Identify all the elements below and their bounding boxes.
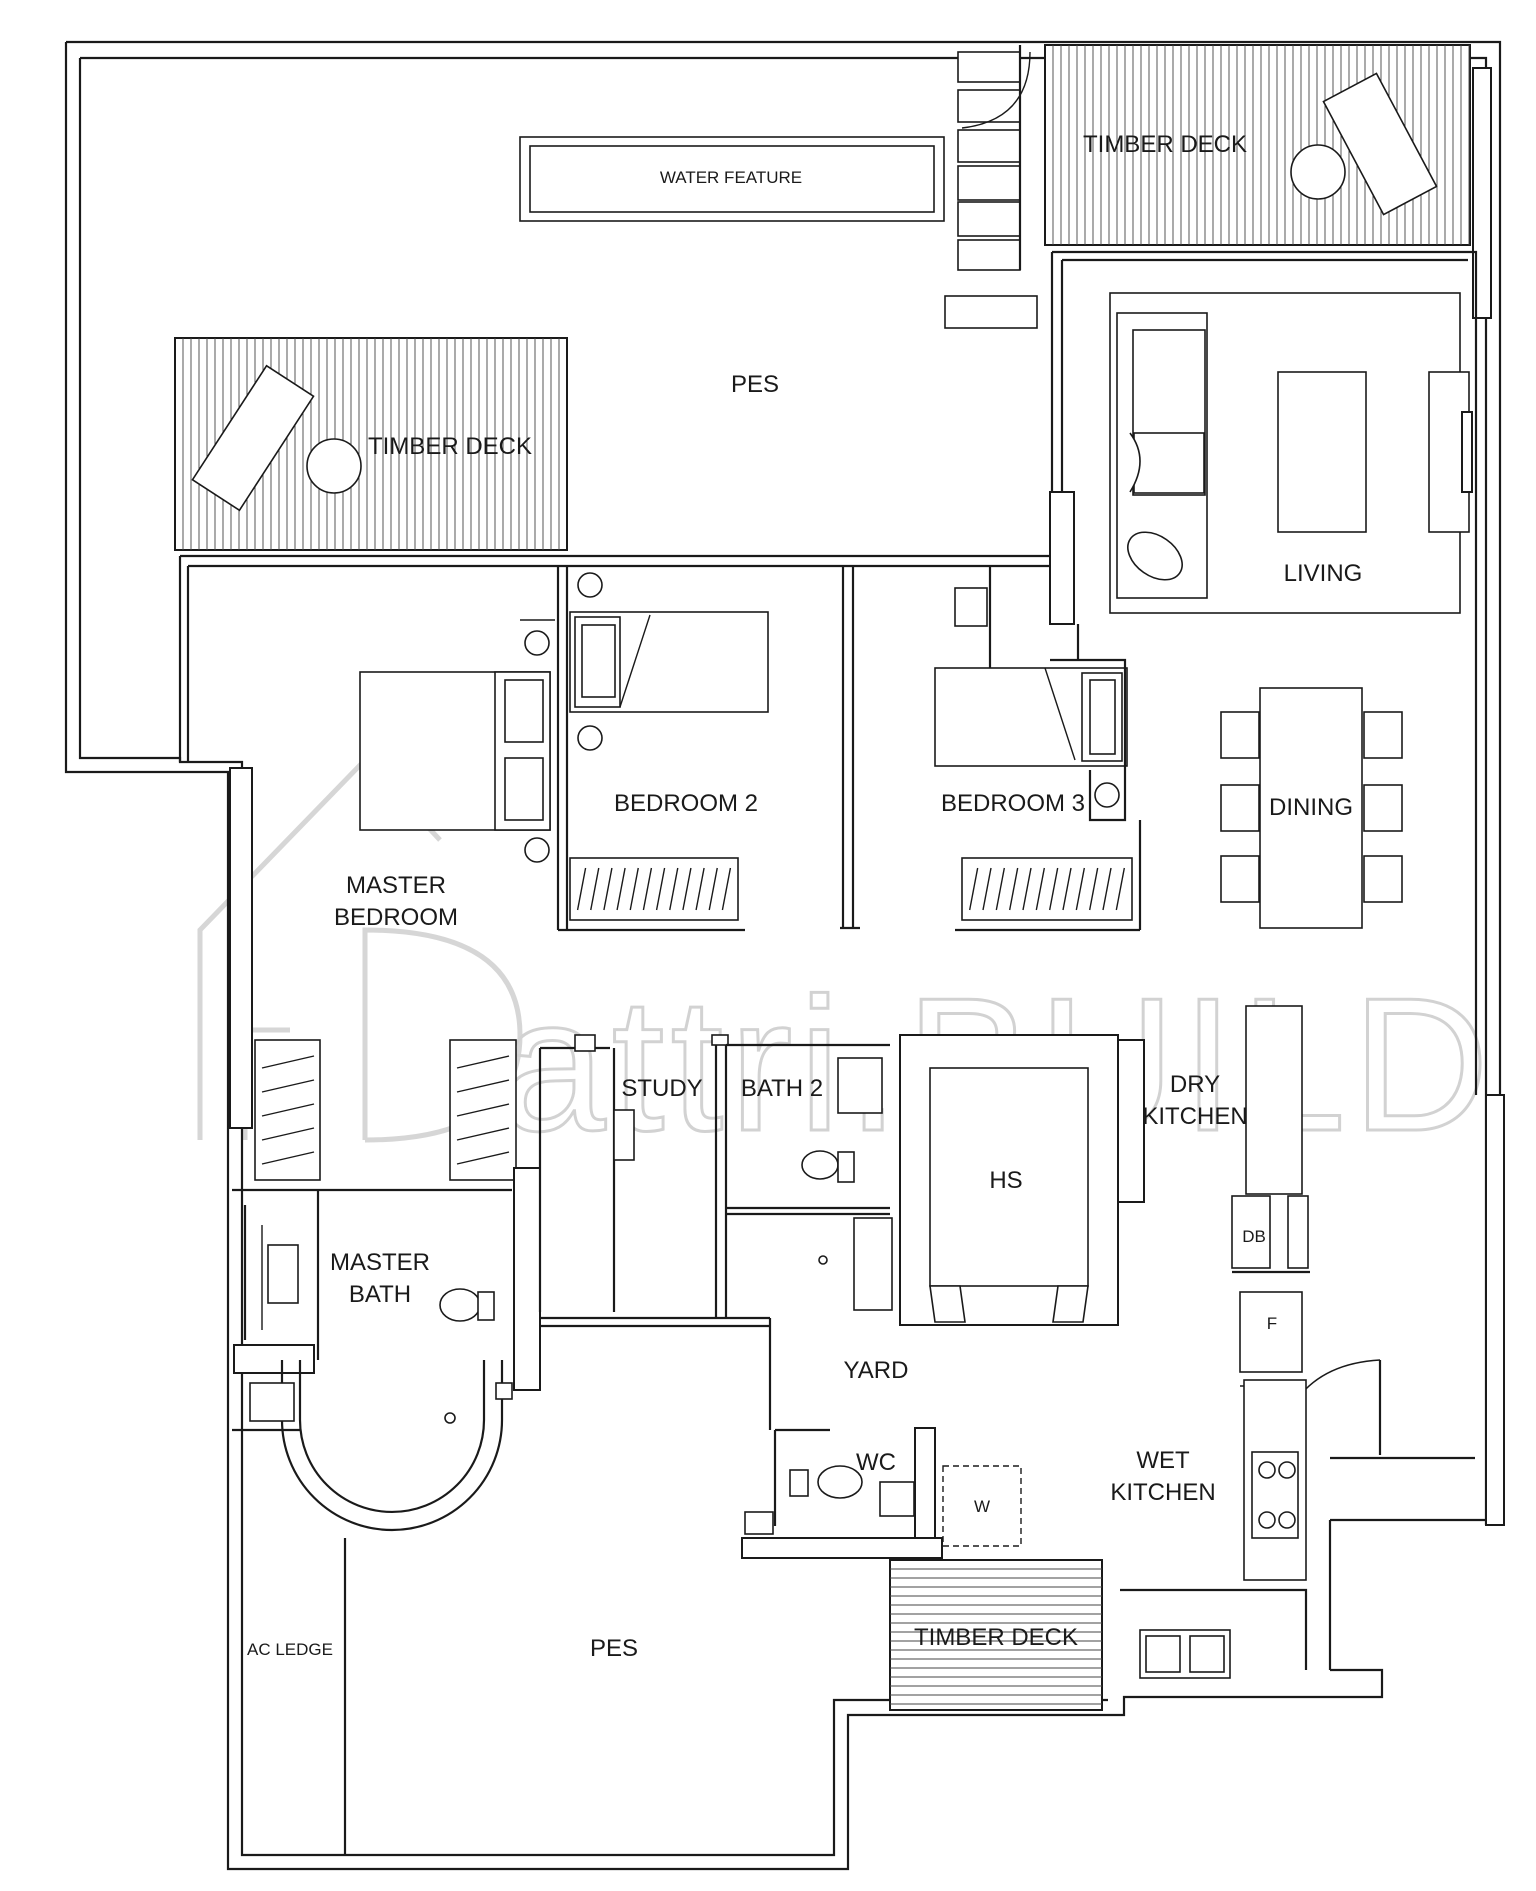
wardrobe-hanger [456,1079,510,1093]
timber-deck-bottom: TIMBER DECK [889,1559,1103,1711]
hs-label: HS [989,1167,1022,1194]
wardrobe-hanger [642,867,653,911]
wardrobe-hanger [721,867,732,911]
study: STUDY [538,1034,770,1328]
yard: YARD [768,1318,909,1430]
wet-kitchen-label-1: WET [1136,1447,1190,1474]
wardrobe-hanger [603,867,613,911]
wardrobe-hanger [261,1127,315,1141]
master-bedroom: MASTER BEDROOM [334,619,555,931]
curved-shower [232,1360,513,1532]
steps [944,45,1038,329]
bedroom-2: BEDROOM 2 [556,566,769,932]
wc: WC [741,1427,943,1559]
wardrobe-hanger [1088,867,1099,911]
wc-label: WC [856,1449,896,1476]
wardrobe-hanger [1008,867,1019,911]
washer-label: W [974,1497,990,1516]
wardrobe-hanger [629,867,639,911]
ac-ledge-label: AC LEDGE [247,1640,333,1659]
window-top-right [1472,67,1492,319]
dining-label: DINING [1269,794,1353,821]
fridge-label: F [1267,1314,1277,1333]
outer-walls [64,40,1502,1871]
window-master [229,767,253,1129]
study-label: STUDY [621,1075,702,1102]
wardrobe-hanger [1115,867,1126,911]
db-label: DB [1242,1227,1266,1246]
living-label: LIVING [1284,560,1363,587]
pes-bottom-label: PES [590,1635,638,1662]
timber-deck-top: TIMBER DECK [1044,44,1471,246]
window-bottom-right [1485,1094,1505,1526]
wardrobe-hanger [456,1127,510,1141]
master-bath-label-2: BATH [349,1281,411,1308]
wardrobe-hanger [261,1103,315,1117]
wardrobe-hanger [456,1151,510,1165]
water-feature: WATER FEATURE [519,136,945,222]
wardrobe-hanger [590,867,600,911]
wardrobe-hanger [261,1055,315,1069]
dining-area: DINING [1220,687,1403,929]
wardrobe-hanger [669,867,679,911]
household-shelter: HS [899,1034,1145,1326]
living-area: LIVING [1049,250,1478,1095]
dry-kitchen-label-2: KITCHEN [1142,1103,1247,1130]
wardrobe-hanger [1035,867,1046,911]
master-bath: MASTER BATH [232,1167,541,1391]
timber-deck-top-label: TIMBER DECK [1083,131,1247,158]
wardrobe-hanger [1075,867,1086,911]
wardrobe-hanger [1022,867,1032,911]
timber-deck-left: TIMBER DECK [174,337,568,551]
dry-kitchen-label-1: DRY [1170,1071,1220,1098]
bedroom-3-label: BEDROOM 3 [941,790,1085,817]
db-fridge: DB F [1231,1195,1310,1387]
master-wardrobes [254,1039,517,1181]
wardrobe-hanger [995,867,1006,911]
ac-ledge: AC LEDGE [247,1538,347,1855]
water-feature-label: WATER FEATURE [660,168,802,187]
bedroom-3: BEDROOM 3 [934,566,1142,932]
wet-kitchen: WET KITCHEN [1110,1379,1308,1679]
wardrobe-hanger [261,1151,315,1165]
wardrobe-hanger [261,1079,315,1093]
pes-top-label: PES [731,371,779,398]
wardrobe-hanger [1102,867,1112,911]
timber-deck-left-label: TIMBER DECK [368,433,532,460]
bath-2-label: BATH 2 [741,1075,823,1102]
wardrobe-hanger [682,867,692,911]
wardrobe-hanger [708,867,718,911]
partition-2-3 [840,566,860,930]
bedroom-2-label: BEDROOM 2 [614,790,758,817]
timber-deck-bottom-label: TIMBER DECK [914,1624,1078,1651]
wardrobe-hanger [695,867,705,911]
master-bedroom-label-1: MASTER [346,872,446,899]
yard-label: YARD [844,1357,909,1384]
wardrobe-hanger [456,1103,510,1117]
wet-kitchen-label-2: KITCHEN [1110,1479,1215,1506]
wardrobe-hanger [1048,867,1059,911]
wardrobe-hanger [616,867,626,911]
wardrobe-hanger [456,1055,510,1069]
wardrobe-hanger [576,867,587,911]
washer: W [942,1465,1022,1547]
wardrobe-hanger [982,867,992,911]
master-bedroom-label-2: BEDROOM [334,904,458,931]
master-bath-label-1: MASTER [330,1249,430,1276]
bath-2: BATH 2 [711,1034,893,1318]
dry-kitchen: DRY KITCHEN [1142,1005,1303,1195]
wardrobe-hanger [655,867,666,911]
wardrobe-hanger [1062,867,1072,911]
wardrobe-hanger [968,867,979,911]
